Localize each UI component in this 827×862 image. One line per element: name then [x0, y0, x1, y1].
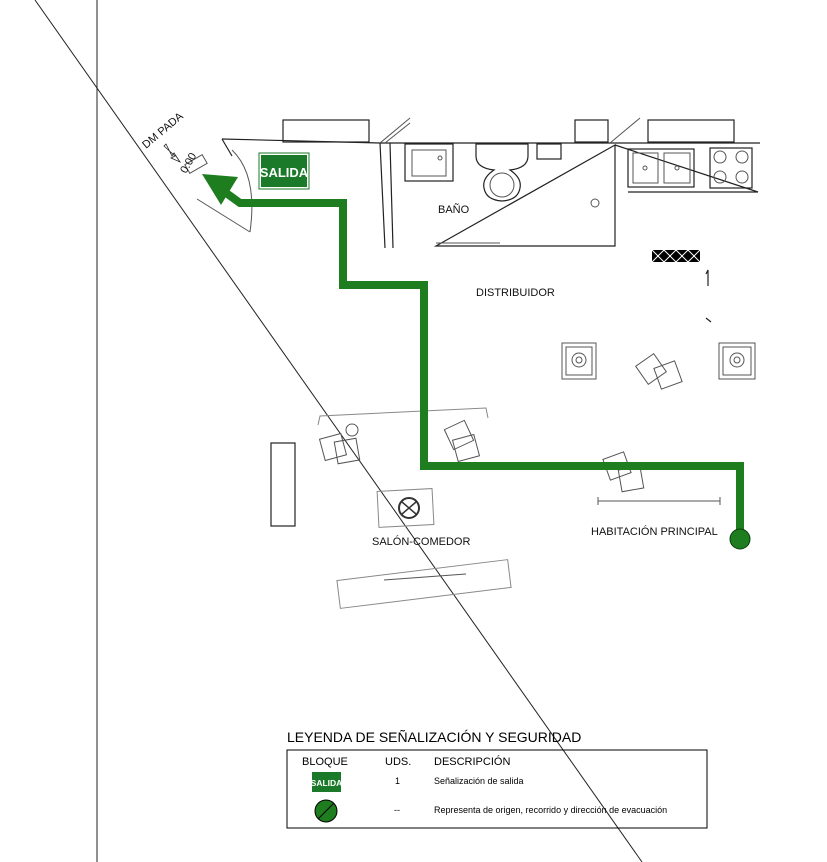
exit-sign: SALIDA [258, 152, 310, 190]
legend-row-2-description: Representa de origen, recorrido y direcc… [434, 805, 667, 815]
legend-exit-sign-text: SALIDA [311, 778, 343, 788]
evacuation-origin-marker [729, 528, 751, 550]
kitchen [614, 144, 759, 193]
door-level-text: 0.00 [178, 151, 199, 176]
exit-sign-text: SALIDA [260, 165, 309, 180]
legend-header-units: UDS. [385, 756, 411, 768]
legend-row-2-units: -- [394, 805, 400, 815]
room-label-bedroom: HABITACIÓN PRINCIPAL [591, 525, 718, 538]
legend-header-block: BLOQUE [302, 756, 348, 768]
legend-row-1-units: 1 [395, 776, 400, 786]
nightstand-right [718, 342, 756, 380]
door-marker-text: DM PADA [140, 110, 186, 151]
room-label-bath: BAÑO [438, 203, 470, 216]
evacuation-route [202, 174, 751, 550]
entrance-door [184, 138, 381, 233]
exit-sign-icon: SALIDA [311, 772, 343, 792]
evacuation-origin-icon [314, 799, 338, 823]
legend: LEYENDA DE SEÑALIZACIÓN Y SEGURIDAD BLOQ… [286, 729, 708, 829]
room-label-hall: DISTRIBUIDOR [476, 287, 555, 299]
room-label-living: SALÓN-COMEDOR [372, 535, 470, 548]
chairs-group [634, 352, 683, 390]
door-annotation: DM PADA 0.00 [140, 110, 199, 176]
legend-title: LEYENDA DE SEÑALIZACIÓN Y SEGURIDAD [287, 729, 581, 745]
legend-header-description: DESCRIPCIÓN [434, 755, 510, 768]
bathroom: BAÑO [379, 142, 616, 249]
top-cabinets [282, 117, 760, 144]
legend-row-1-description: Señalización de salida [434, 776, 524, 786]
living-furniture [270, 407, 721, 609]
nightstand-left [561, 342, 597, 380]
diagonal-section-line [34, 0, 643, 862]
hatched-block [651, 249, 712, 323]
evacuation-arrow-head [202, 174, 238, 205]
